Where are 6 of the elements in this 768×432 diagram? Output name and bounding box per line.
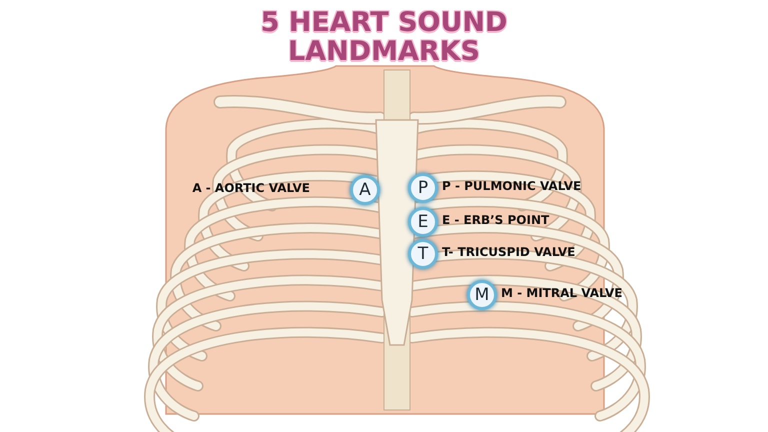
landmark-label: P - PULMONIC VALVE — [442, 179, 582, 193]
landmark-label: A - AORTIC VALVE — [192, 181, 310, 195]
landmark-label: M - MITRAL VALVE — [501, 286, 622, 300]
landmark-label: E - ERB’S POINT — [442, 213, 550, 227]
landmark-label: T- TRICUSPID VALVE — [442, 245, 576, 259]
title: 5 HEART SOUND LANDMARKS — [260, 8, 508, 66]
